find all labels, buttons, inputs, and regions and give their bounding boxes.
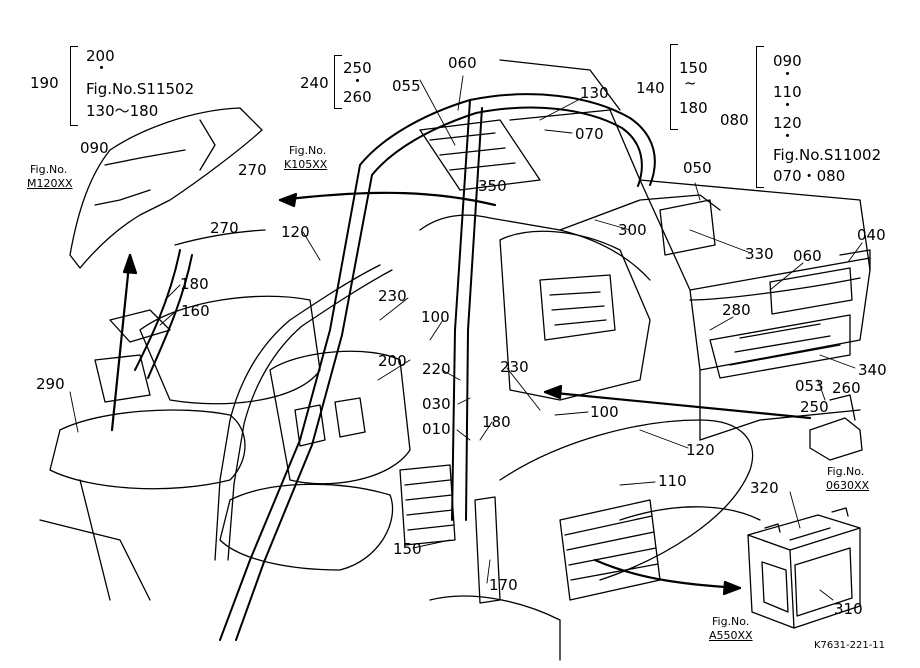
bullet-dot-3: ・ (780, 65, 796, 83)
label-040: 040 (857, 226, 886, 244)
arrows (110, 191, 812, 596)
bracket-0630 (809, 394, 863, 461)
fig-k105-prefix: Fig.No. (289, 144, 327, 157)
bracket-240 (334, 55, 342, 109)
label-120-c: 120 (686, 441, 715, 459)
label-range-130-180: 130～180 (86, 102, 159, 120)
label-100-b: 100 (590, 403, 619, 421)
label-090-top: 090 (773, 52, 802, 70)
fig-0630-prefix: Fig.No. (827, 465, 865, 478)
label-320: 320 (750, 479, 779, 497)
bracket-190 (70, 46, 78, 126)
label-350: 350 (478, 177, 507, 195)
rear-cab-panel (499, 230, 651, 401)
front-canopy-panel (69, 107, 263, 269)
label-230-b: 230 (500, 358, 529, 376)
label-070-080: 070・080 (773, 167, 846, 185)
label-090: 090 (80, 139, 109, 157)
label-140: 140 (636, 79, 665, 97)
fig-a550-code: A550XX (709, 629, 753, 642)
label-130: 130 (580, 84, 609, 102)
label-200-top: 200 (86, 47, 115, 65)
bullet-dot-2: ・ (350, 72, 366, 90)
label-170: 170 (489, 576, 518, 594)
bullet-dot-5: ・ (780, 127, 796, 145)
battery (747, 507, 861, 629)
label-050: 050 (683, 159, 712, 177)
bullet-dot-4: ・ (780, 96, 796, 114)
label-120-top: 120 (773, 114, 802, 132)
label-010: 010 (422, 420, 451, 438)
label-180-b: 180 (180, 275, 209, 293)
fig-0630-code: 0630XX (826, 479, 870, 492)
label-100-a: 100 (421, 308, 450, 326)
label-260-top: 260 (343, 88, 372, 106)
fig-a550-prefix: Fig.No. (712, 615, 750, 628)
label-120-b: 120 (281, 223, 310, 241)
fig-m120-prefix: Fig.No. (30, 163, 68, 176)
label-060-b: 060 (793, 247, 822, 265)
label-150-b: 150 (393, 540, 422, 558)
drawing-code: K7631-221-11 (814, 640, 886, 651)
label-220: 220 (422, 360, 451, 378)
label-030: 030 (422, 395, 451, 413)
fig-k105-code: K105XX (284, 158, 328, 171)
label-270-a: 270 (238, 161, 267, 179)
label-053: 053 (795, 377, 824, 395)
label-340: 340 (858, 361, 887, 379)
bracket-080 (756, 46, 764, 188)
label-200-b: 200 (378, 352, 407, 370)
label-110-b: 110 (658, 472, 687, 490)
label-055: 055 (392, 77, 421, 95)
label-150-top: 150 (679, 59, 708, 77)
cargo-box (419, 59, 871, 441)
label-fig-s11502: Fig.No.S11502 (86, 80, 195, 98)
label-330: 330 (745, 245, 774, 263)
tilde-range: ~ (684, 74, 697, 92)
fig-m120-code: M120XX (27, 177, 73, 190)
label-060-top: 060 (448, 54, 477, 72)
label-260-b: 260 (832, 379, 861, 397)
label-080: 080 (720, 111, 749, 129)
label-070: 070 (575, 125, 604, 143)
label-250-top: 250 (343, 59, 372, 77)
label-fig-s11002: Fig.No.S11002 (773, 146, 882, 164)
label-240: 240 (300, 74, 329, 92)
label-270-b: 270 (210, 219, 239, 237)
label-110-top: 110 (773, 83, 802, 101)
leader-lines (69, 75, 863, 601)
label-180-c: 180 (482, 413, 511, 431)
label-180-top: 180 (679, 99, 708, 117)
label-280: 280 (722, 301, 751, 319)
label-300: 300 (618, 221, 647, 239)
label-250-b: 250 (800, 398, 829, 416)
label-190: 190 (30, 74, 59, 92)
bullet-dot: ・ (94, 59, 110, 77)
seats (39, 295, 411, 601)
label-160: 160 (181, 302, 210, 320)
label-290: 290 (36, 375, 65, 393)
label-230-a: 230 (378, 287, 407, 305)
label-310: 310 (834, 600, 863, 618)
bracket-140 (670, 44, 678, 130)
